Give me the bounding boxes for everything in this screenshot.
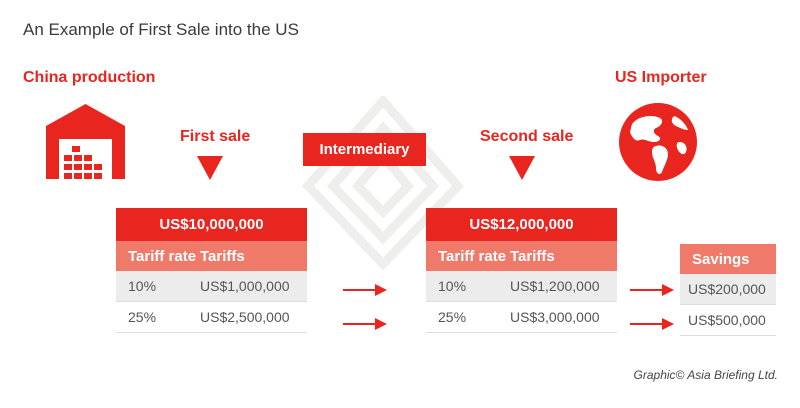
first-sale-table: US$10,000,000 Tariff rate Tariffs 10% US… — [116, 208, 307, 333]
intermediary-box: Intermediary — [303, 133, 426, 166]
credit-text: Graphic© Asia Briefing Ltd. — [633, 368, 778, 382]
second-sale-arrow-icon — [509, 156, 535, 180]
tariff-rate-cell: 25% — [438, 309, 467, 325]
tariff-cell: US$3,000,000 — [510, 309, 600, 325]
tariff-cell: US$1,200,000 — [510, 278, 600, 294]
savings-cell: US$500,000 — [680, 305, 776, 336]
us-importer-label: US Importer — [615, 69, 707, 86]
second-sale-table: US$12,000,000 Tariff rate Tariffs 10% US… — [426, 208, 617, 333]
table-subheader: Tariff rate Tariffs — [426, 241, 617, 271]
tariff-cell: US$2,500,000 — [200, 309, 290, 325]
second-sale-value: US$12,000,000 — [426, 208, 617, 241]
arrow-right-icon — [343, 318, 387, 330]
page-title: An Example of First Sale into the US — [23, 20, 299, 39]
tariff-rate-cell: 25% — [128, 309, 157, 325]
tariffs-header: Tariffs — [510, 247, 555, 265]
table-row: 25% US$2,500,000 — [116, 302, 307, 333]
globe-icon — [619, 103, 697, 181]
savings-table: Savings US$200,000 US$500,000 — [680, 244, 776, 336]
tariff-rate-cell: 10% — [128, 278, 157, 294]
first-sale-arrow-icon — [197, 156, 223, 180]
table-subheader: Tariff rate Tariffs — [116, 241, 307, 271]
tariff-cell: US$1,000,000 — [200, 278, 290, 294]
tariff-rate-cell: 10% — [438, 278, 467, 294]
table-row: 10% US$1,200,000 — [426, 271, 617, 302]
first-sale-label: First sale — [180, 128, 251, 145]
arrow-right-icon — [343, 284, 387, 296]
savings-header: Savings — [680, 244, 776, 274]
savings-cell: US$200,000 — [680, 274, 776, 305]
arrow-right-icon — [630, 284, 674, 296]
tariff-rate-header: Tariff rate — [438, 247, 507, 265]
table-row: 10% US$1,000,000 — [116, 271, 307, 302]
table-row: 25% US$3,000,000 — [426, 302, 617, 333]
tariffs-header: Tariffs — [200, 247, 245, 265]
warehouse-icon — [46, 104, 125, 179]
tariff-rate-header: Tariff rate — [128, 247, 197, 265]
arrow-right-icon — [630, 318, 674, 330]
second-sale-label: Second sale — [480, 128, 574, 145]
first-sale-value: US$10,000,000 — [116, 208, 307, 241]
china-production-label: China production — [23, 69, 156, 86]
